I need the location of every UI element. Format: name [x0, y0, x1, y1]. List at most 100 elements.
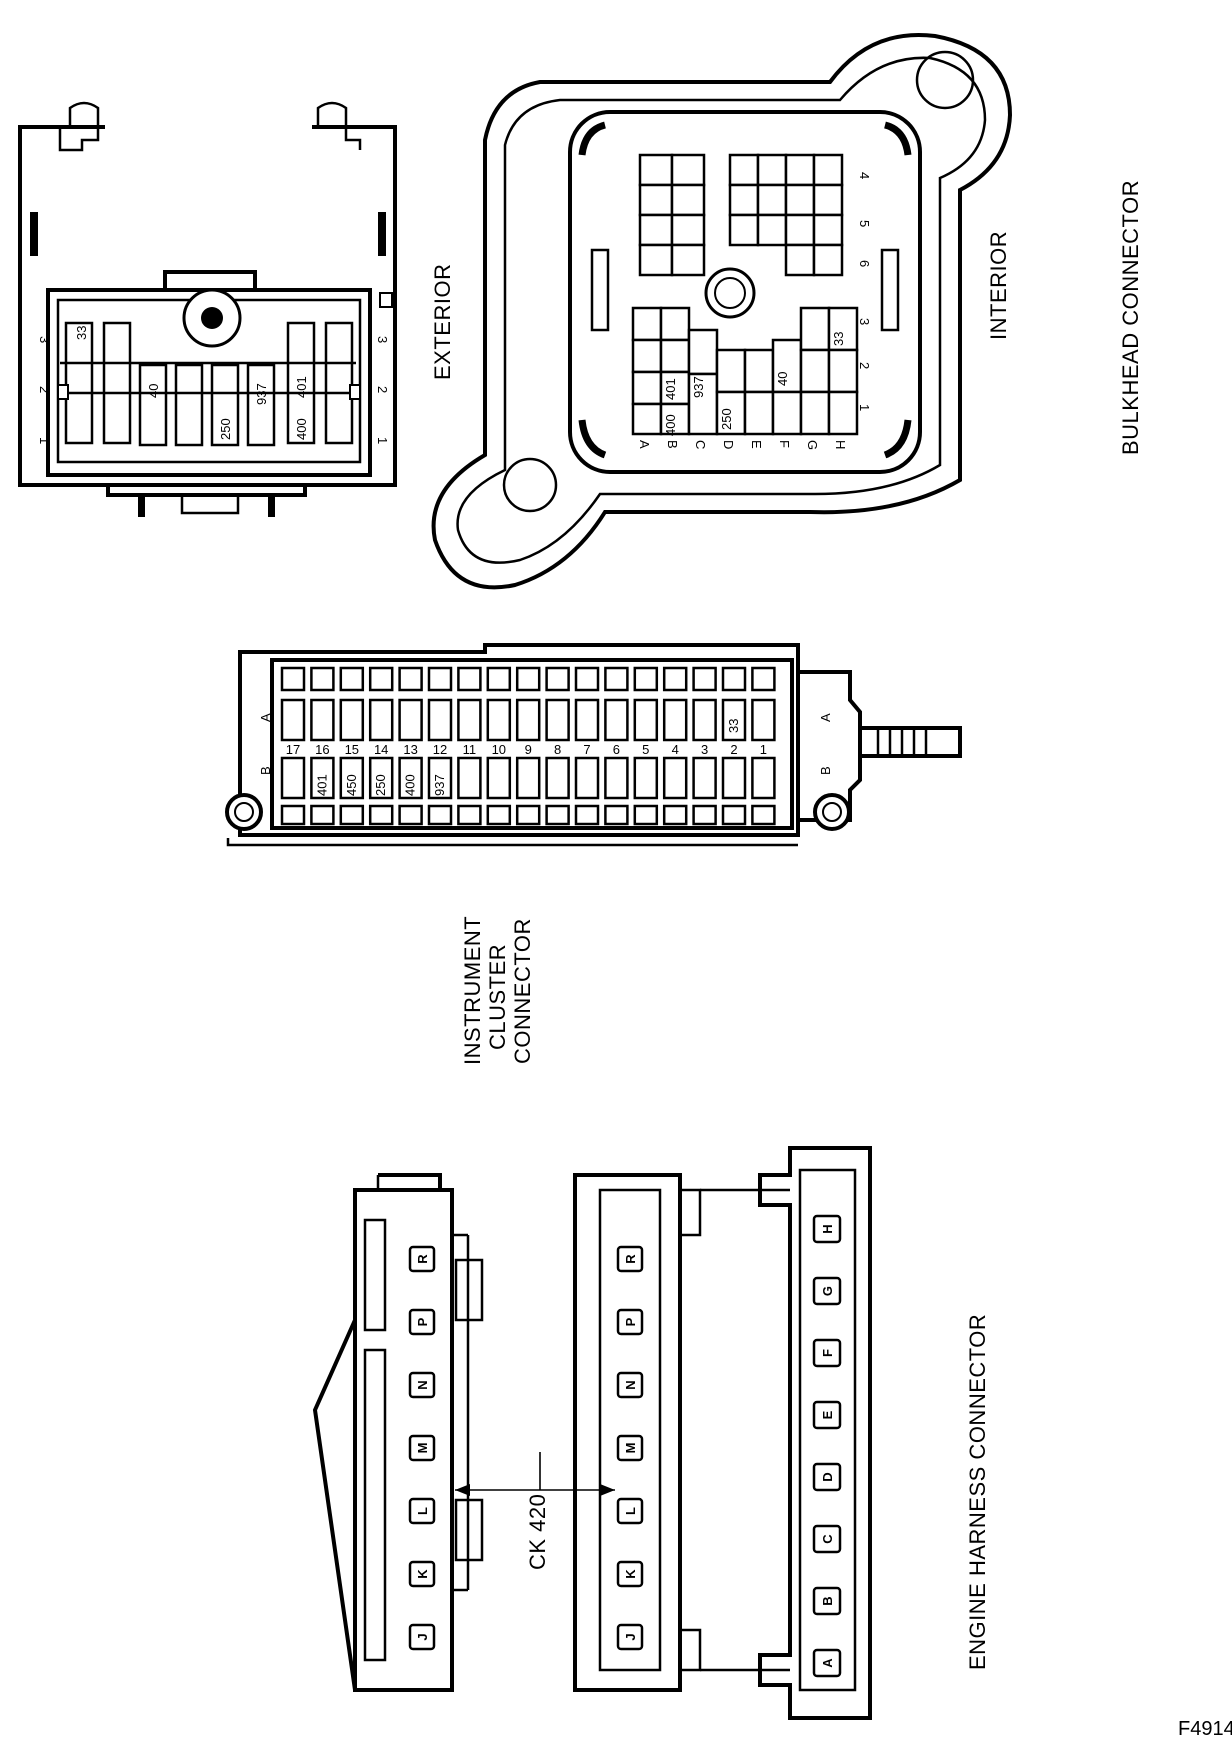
ic-cavity-r1-6 — [427, 666, 453, 692]
interior-col-3: 3 — [857, 318, 872, 325]
exterior-connector: 33 40 250 937 400 401 1 2 3 1 2 3 — [18, 101, 397, 517]
ic-cavity-r1-17 — [751, 666, 776, 692]
ic-cavity-r3-1 — [280, 756, 306, 800]
ic-pin-number: 8 — [554, 742, 561, 757]
pin-cavity-m — [408, 1434, 436, 1462]
ic-cavity-r2-11 — [574, 698, 600, 742]
ic-cavity-r3-6 — [427, 756, 453, 800]
ic-pin-number: 6 — [613, 742, 620, 757]
ic-cavity-r1-14 — [662, 666, 688, 692]
ic-cavity-r1-7 — [457, 666, 482, 692]
pin-label-f: F — [820, 1349, 835, 1357]
ic-pin-number: 17 — [286, 742, 300, 757]
ic-pin-number: 5 — [642, 742, 649, 757]
exterior-row-1-right: 1 — [375, 437, 390, 444]
pin-label-m: M — [415, 1443, 430, 1454]
ic-wire-label: 450 — [344, 774, 359, 796]
pin-cavity-l — [616, 1497, 644, 1525]
ic-cavity-r2-8 — [486, 698, 512, 742]
ic-cavity-r1-5 — [398, 666, 423, 692]
interior-row-d: D — [721, 440, 736, 449]
interior-row-g: G — [805, 440, 820, 450]
ic-cavity-r2-5 — [398, 698, 423, 742]
ic-cavity-r2-7 — [457, 698, 482, 742]
interior-col-2: 2 — [857, 362, 872, 369]
figure-id: F4914 — [1178, 1718, 1232, 1740]
ic-pin-number: 15 — [345, 742, 359, 757]
ic-cavity-r4-8 — [486, 804, 512, 826]
ic-cavity-r2-4 — [368, 698, 394, 742]
ic-cavity-r3-3 — [339, 756, 365, 800]
ic-cavity-r4-10 — [545, 804, 570, 826]
interior-wire-250: 250 — [719, 408, 734, 430]
ck-420-callout: CK 420 — [455, 1452, 615, 1570]
pin-cavity-d — [812, 1462, 842, 1492]
ic-cavity-r2-3 — [339, 698, 365, 742]
exterior-wire-250: 250 — [218, 418, 233, 440]
ic-cavity-r4-12 — [604, 804, 629, 826]
ic-cavity-r4-17 — [751, 804, 776, 826]
ic-cavity-r1-16 — [721, 666, 747, 692]
interior-wire-40: 40 — [775, 372, 790, 386]
ic-cavity-r2-12 — [604, 698, 629, 742]
pin-label-r: R — [623, 1254, 638, 1264]
interior-row-h: H — [833, 440, 848, 449]
pin-label-r: R — [415, 1254, 430, 1264]
pin-label-a: A — [820, 1658, 835, 1668]
pin-cavity-e — [812, 1400, 842, 1430]
ic-cavity-r1-10 — [545, 666, 570, 692]
exterior-label: EXTERIOR — [430, 264, 455, 380]
pin-cavity-b — [812, 1586, 842, 1616]
ic-pin-number: 9 — [525, 742, 532, 757]
interior-row-f: F — [777, 440, 792, 448]
ic-cavity-r2-14 — [662, 698, 688, 742]
ic-cavity-r2-15 — [692, 698, 717, 742]
pin-label-n: N — [415, 1380, 430, 1389]
ic-label-line2: CLUSTER — [485, 944, 510, 1050]
pin-label-b: B — [820, 1596, 835, 1605]
ic-cavity-grid — [280, 666, 776, 826]
pin-label-p: P — [623, 1317, 638, 1326]
ic-cavity-r3-15 — [692, 756, 717, 800]
ic-pin-number: 7 — [583, 742, 590, 757]
interior-row-e: E — [749, 440, 764, 449]
ic-cavity-r4-11 — [574, 804, 600, 826]
ic-cavity-r4-3 — [339, 804, 365, 826]
pin-cavity-a — [812, 1648, 842, 1678]
ic-label-line1: INSTRUMENT — [460, 916, 485, 1065]
ic-cavity-r1-13 — [633, 666, 659, 692]
ic-cavity-r2-9 — [515, 698, 541, 742]
ic-pin-number: 12 — [433, 742, 447, 757]
ic-cavity-r2-6 — [427, 698, 453, 742]
interior-wire-33: 33 — [831, 332, 846, 346]
ic-pin-number: 3 — [701, 742, 708, 757]
ic-cavity-r4-16 — [721, 804, 747, 826]
ic-cavity-r3-8 — [486, 756, 512, 800]
pin-cavity-r — [616, 1245, 644, 1273]
interior-wire-937: 937 — [691, 376, 706, 398]
ic-wire-label: 937 — [432, 774, 447, 796]
pin-cavity-p — [616, 1308, 644, 1336]
ic-cavity-r4-9 — [515, 804, 541, 826]
pin-label-g: G — [820, 1286, 835, 1296]
pin-label-h: H — [820, 1224, 835, 1233]
ic-cavity-r1-1 — [280, 666, 306, 692]
pin-label-p: P — [415, 1317, 430, 1326]
interior-row-a: A — [637, 440, 652, 449]
interior-col-6: 6 — [857, 260, 872, 267]
pin-label-d: D — [820, 1472, 835, 1481]
ic-cavity-r1-4 — [368, 666, 394, 692]
pin-label-e: E — [820, 1410, 835, 1419]
ic-row-a-left: A — [258, 713, 273, 722]
interior-col-5: 5 — [857, 220, 872, 227]
pin-cavity-j — [408, 1623, 436, 1651]
ic-cavity-r3-16 — [721, 756, 747, 800]
interior-row-b: B — [665, 440, 680, 449]
ic-cavity-r2-10 — [545, 698, 570, 742]
